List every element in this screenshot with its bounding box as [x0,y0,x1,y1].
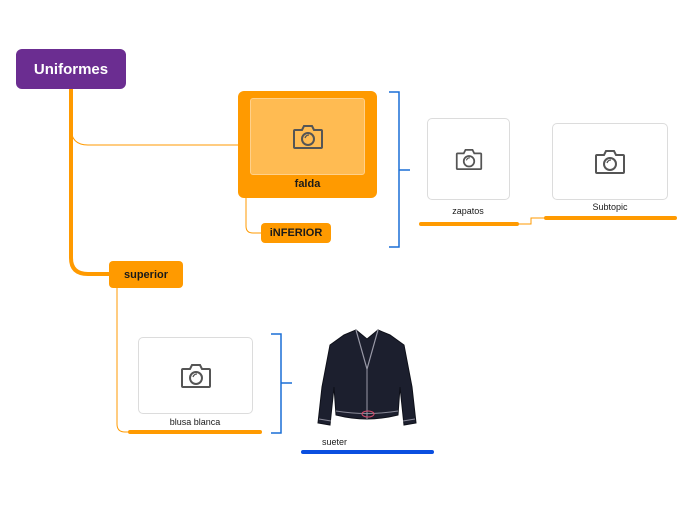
connector-root-falda [70,89,238,146]
topic-inferior[interactable]: iNFERIOR [261,223,331,243]
subtopic-sueter-image[interactable] [312,327,422,431]
subtopic-blusa-label[interactable]: blusa blanca [169,417,221,427]
topic-superior[interactable]: superior [109,261,183,288]
camera-icon [595,149,625,174]
connector-zapatos-subtopic [517,217,546,225]
camera-icon [292,124,323,149]
subtopic-sueter-label[interactable]: sueter [322,437,348,447]
bracket-falda-group [389,91,410,248]
connector-falda-inferior [245,198,261,234]
topic-falda-label: falda [294,178,321,190]
subtopic-generic-label[interactable]: Subtopic [592,202,628,212]
topic-falda[interactable]: falda [238,91,377,198]
subtopic-zapatos-label[interactable]: zapatos [452,206,484,216]
subtopic-blusa-image[interactable] [138,337,253,414]
connector-root-superior [69,87,111,276]
root-topic-uniformes[interactable]: Uniformes [16,49,126,89]
falda-image-placeholder[interactable] [250,98,365,175]
root-topic-label: Uniformes [33,60,109,78]
bracket-blusa-group [271,333,292,434]
topic-inferior-label: iNFERIOR [269,227,323,239]
connector-superior-blusa [116,288,130,433]
camera-icon [180,363,211,388]
camera-icon [455,148,482,170]
sweater-image [317,329,417,426]
subtopic-generic-image[interactable] [552,123,668,200]
subtopic-zapatos-image[interactable] [427,118,510,200]
topic-superior-label: superior [123,268,168,281]
